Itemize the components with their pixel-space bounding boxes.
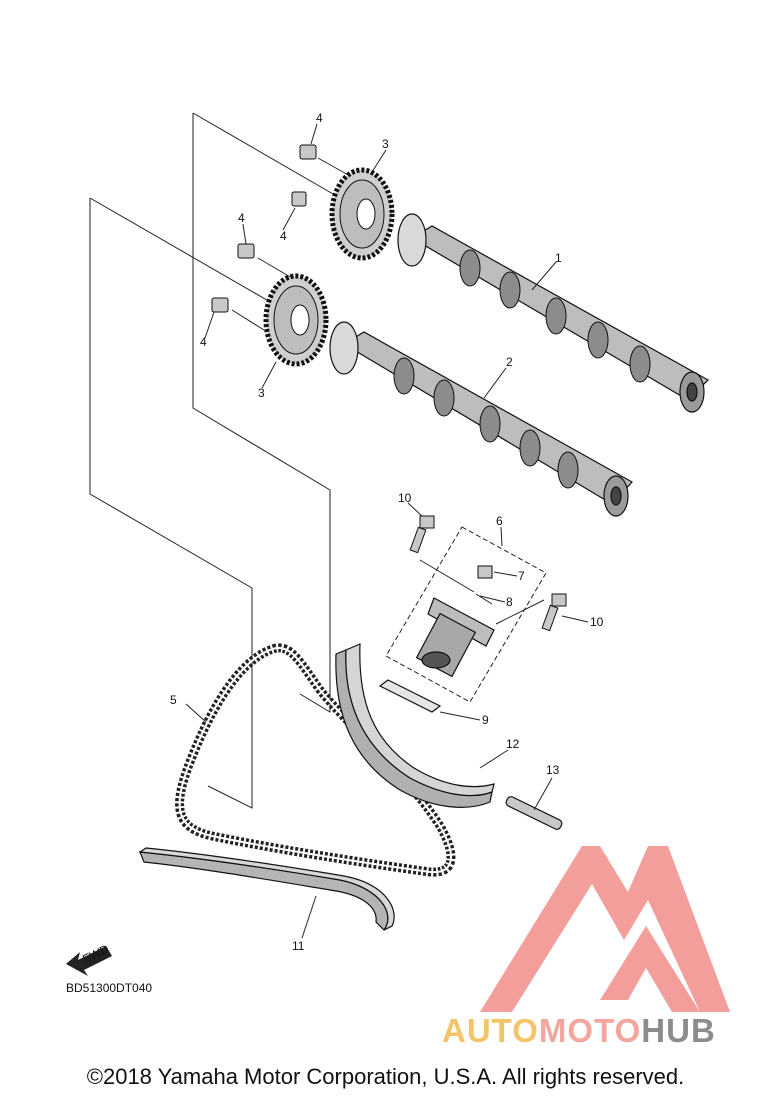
chain-guide-11: [138, 847, 395, 931]
callout-10-a: 10: [398, 491, 412, 505]
pin-13: [505, 796, 563, 830]
camshaft-1: [397, 213, 709, 413]
callout-11: 11: [292, 939, 305, 953]
callout-numbers: 4 3 4 4 4 3 1 2 10 6 7 8 10 9 5 12 13 11: [170, 111, 604, 953]
copyright-notice: ©2018 Yamaha Motor Corporation, U.S.A. A…: [86, 1064, 685, 1089]
callout-6: 6: [496, 514, 503, 528]
fwd-arrow-icon: FWD: [66, 942, 112, 976]
leader-lines: [185, 123, 589, 939]
callout-4-b: 4: [280, 229, 287, 243]
guide-lines: [89, 112, 547, 809]
chain-guide-12: [335, 643, 495, 808]
callout-12: 12: [506, 737, 520, 751]
bolts-10: [409, 515, 567, 632]
bolts-4: [211, 144, 317, 313]
camshaft-2: [329, 321, 633, 517]
timing-chain-5: [175, 643, 456, 877]
callout-1: 1: [555, 251, 562, 265]
gasket-9: [378, 679, 442, 713]
gasket-8: [475, 593, 493, 605]
callout-5: 5: [170, 693, 177, 707]
sprocket-3-lower: [263, 273, 329, 367]
watermark-part-moto: MOTO: [538, 1012, 642, 1049]
callout-7: 7: [518, 569, 525, 583]
bolt-7: [477, 565, 493, 579]
callout-13: 13: [546, 763, 560, 777]
diagram-code: BD51300DT040: [66, 981, 153, 995]
callout-4-c: 4: [238, 211, 245, 225]
watermark-logo: [480, 846, 730, 1012]
callout-4-a: 4: [316, 111, 323, 125]
callout-4-d: 4: [200, 335, 207, 349]
sprocket-3-upper: [329, 167, 395, 261]
callout-2: 2: [506, 355, 513, 369]
callout-8: 8: [506, 595, 513, 609]
watermark-part-auto: AUTO: [442, 1012, 539, 1049]
watermark-text: AUTOMOTOHUB: [442, 1012, 716, 1050]
callout-3-b: 3: [258, 386, 265, 400]
tensioner-6: [415, 565, 495, 678]
callout-9: 9: [482, 713, 489, 727]
watermark-part-hub: HUB: [641, 1012, 716, 1049]
callout-10-b: 10: [590, 615, 604, 629]
callout-3-a: 3: [382, 137, 389, 151]
